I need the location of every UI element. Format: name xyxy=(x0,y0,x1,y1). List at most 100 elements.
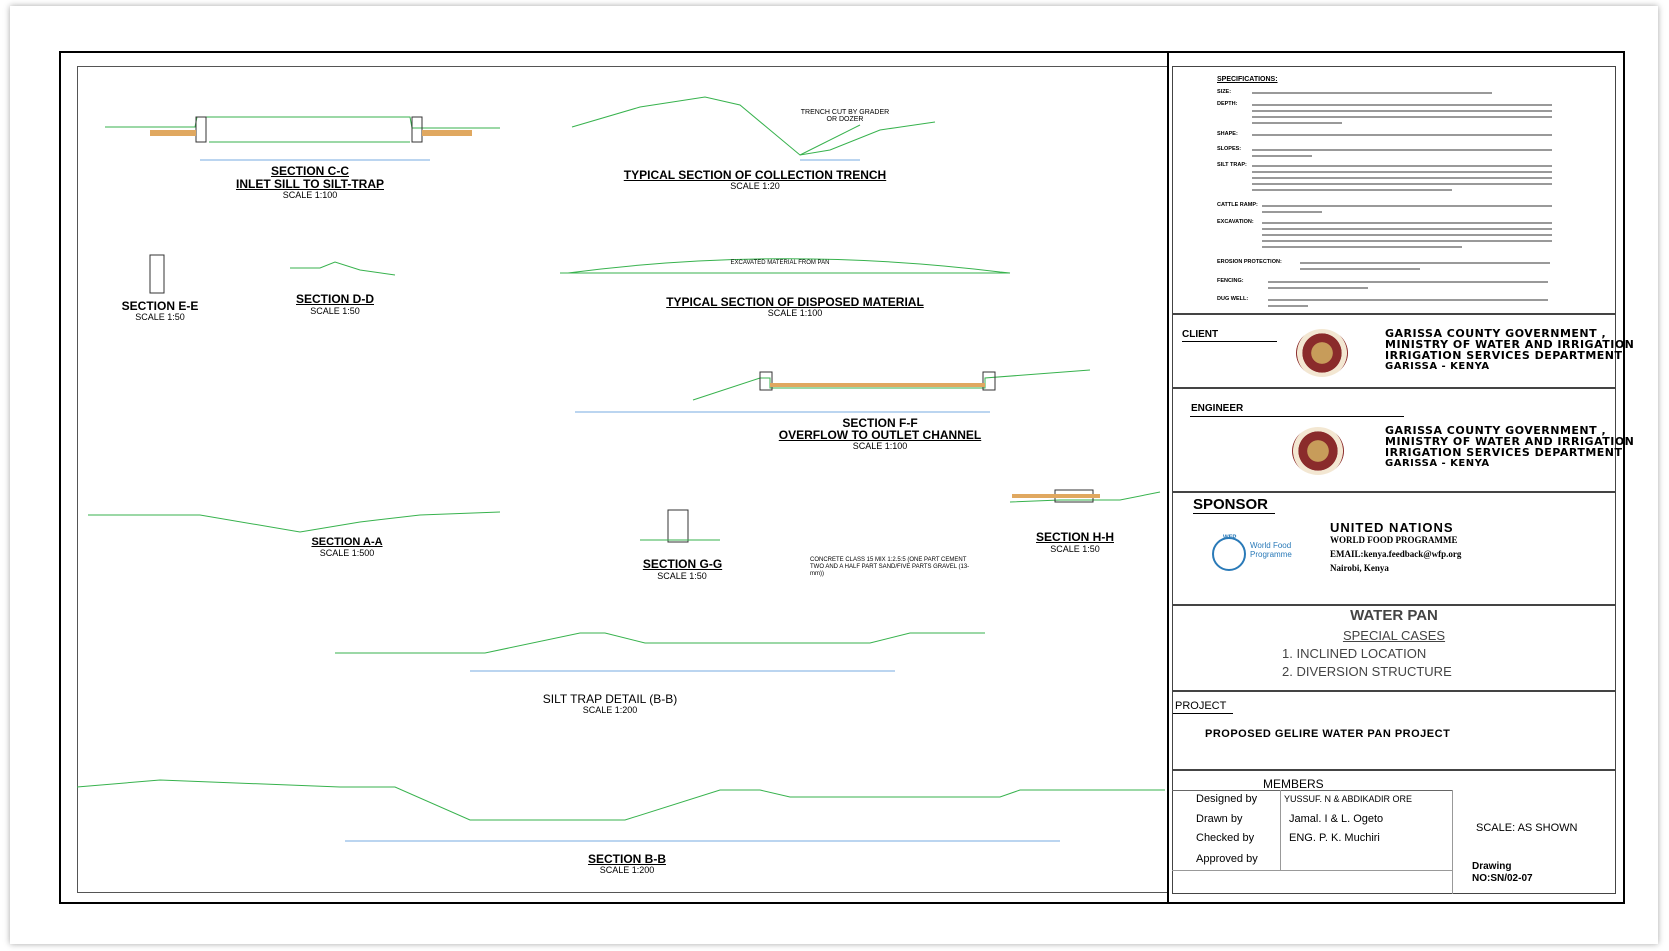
spec-text-line xyxy=(1252,189,1452,191)
spec-text-line xyxy=(1252,122,1342,124)
drawing-sheet xyxy=(10,6,1658,944)
section-hh-scale: SCALE 1:50 xyxy=(1050,544,1100,554)
section-ff-scale: SCALE 1:100 xyxy=(852,441,908,451)
checked-by-label: Checked by xyxy=(1196,832,1255,844)
spec-text-line xyxy=(1300,268,1420,270)
section-dd-title: SECTION D-D xyxy=(296,292,374,306)
specifications-heading: SPECIFICATIONS: xyxy=(1217,76,1278,83)
section-bb-title: SECTION B-B xyxy=(588,852,666,866)
client-underline xyxy=(1182,341,1277,342)
spec-shape-label: SHAPE: xyxy=(1217,131,1238,137)
spec-text-line xyxy=(1262,211,1322,213)
project-underline xyxy=(1173,713,1233,714)
silt-trap-detail-title: SILT TRAP DETAIL (B-B) xyxy=(542,692,678,706)
drawing-number: NO:SN/02-07 xyxy=(1472,873,1533,884)
spec-text-line xyxy=(1268,281,1548,283)
spec-size-label: SIZE: xyxy=(1217,89,1232,95)
drawing-number-label: Drawing xyxy=(1472,861,1512,872)
engineer-label: ENGINEER xyxy=(1191,403,1244,414)
disposed-scale: SCALE 1:100 xyxy=(767,308,823,318)
scale-note: SCALE: AS SHOWN xyxy=(1476,822,1578,834)
spec-slopes-label: SLOPES: xyxy=(1217,146,1242,152)
members-heading: MEMBERS xyxy=(1263,777,1324,791)
sheet-frame xyxy=(59,51,1625,904)
client-line-4: GARISSA - KENYA xyxy=(1385,361,1490,372)
spec-text-line xyxy=(1268,299,1548,301)
section-bb-scale: SCALE 1:200 xyxy=(599,865,655,875)
spec-silt-trap-label: SILT TRAP: xyxy=(1217,162,1247,168)
spec-text-line xyxy=(1268,287,1368,289)
garissa-county-seal-icon xyxy=(1292,427,1344,475)
section-aa-title: SECTION A-A xyxy=(311,536,383,548)
section-dd-scale: SCALE 1:50 xyxy=(310,306,360,316)
silt-trap-detail-scale: SCALE 1:200 xyxy=(582,705,638,715)
sponsor-city: Nairobi, Kenya xyxy=(1330,563,1389,573)
drawing-title: WATER PAN xyxy=(1350,607,1438,624)
project-panel xyxy=(1172,691,1616,770)
spec-text-line xyxy=(1252,134,1552,136)
section-cc-scale: SCALE 1:100 xyxy=(282,190,338,200)
spec-erosion-label: EROSION PROTECTION: xyxy=(1217,259,1282,265)
wfp-logo-text-2: Programme xyxy=(1250,550,1292,559)
drawing-subtitle: SPECIAL CASES xyxy=(1342,628,1446,643)
spec-text-line xyxy=(1252,171,1552,173)
wfp-logo-top: WFP xyxy=(1223,535,1237,541)
drawing-title-panel xyxy=(1172,605,1616,691)
trench-scale: SCALE 1:20 xyxy=(730,181,780,191)
spec-text-line xyxy=(1262,205,1552,207)
sponsor-org: UNITED NATIONS xyxy=(1330,520,1454,535)
sponsor-email: EMAIL:kenya.feedback@wfp.org xyxy=(1330,549,1462,559)
client-line-1: GARISSA COUNTY GOVERNMENT , xyxy=(1385,327,1607,340)
spec-text-line xyxy=(1262,228,1552,230)
members-bottom-divider xyxy=(1172,870,1452,871)
section-aa-scale: SCALE 1:500 xyxy=(319,548,375,558)
section-ff-subtitle: OVERFLOW TO OUTLET CHANNEL xyxy=(778,428,982,442)
client-line-3: IRRIGATION SERVICES DEPARTMENT xyxy=(1385,349,1623,362)
section-gg-scale: SCALE 1:50 xyxy=(657,571,707,581)
spec-text-line xyxy=(1268,305,1308,307)
spec-text-line xyxy=(1252,110,1552,112)
drawing-item-1: 1. INCLINED LOCATION xyxy=(1282,646,1427,661)
sponsor-programme: WORLD FOOD PROGRAMME xyxy=(1330,535,1458,545)
engineer-panel xyxy=(1172,388,1616,492)
members-column-divider xyxy=(1280,790,1281,870)
designed-by-label: Designed by xyxy=(1196,793,1258,805)
spec-fencing-label: FENCING: xyxy=(1217,278,1244,284)
project-label: PROJECT xyxy=(1175,700,1227,712)
disposed-title: TYPICAL SECTION OF DISPOSED MATERIAL xyxy=(666,295,924,309)
sponsor-underline xyxy=(1193,513,1275,514)
spec-cattle-ramp-label: CATTLE RAMP: xyxy=(1217,202,1258,208)
spec-text-line xyxy=(1252,177,1552,179)
sponsor-label: SPONSOR xyxy=(1193,496,1269,513)
spec-depth-label: DEPTH: xyxy=(1217,101,1238,107)
engineer-line-1: GARISSA COUNTY GOVERNMENT , xyxy=(1385,424,1607,437)
trench-note: TRENCH CUT BY GRADER OR DOZER xyxy=(800,109,890,123)
spec-text-line xyxy=(1252,149,1552,151)
drawn-by-value: Jamal. I & L. Ogeto xyxy=(1289,813,1384,825)
spec-text-line xyxy=(1262,246,1462,248)
members-divider xyxy=(1172,790,1452,791)
drawn-by-label: Drawn by xyxy=(1196,813,1243,825)
members-scale-divider xyxy=(1452,790,1453,894)
checked-by-value: ENG. P. K. Muchiri xyxy=(1289,832,1380,844)
section-cc-title: SECTION C-C xyxy=(271,164,349,178)
spec-text-line xyxy=(1262,240,1552,242)
section-ee-scale: SCALE 1:50 xyxy=(135,312,185,322)
spec-text-line xyxy=(1252,165,1552,167)
spec-text-line xyxy=(1252,116,1552,118)
spec-text-line xyxy=(1252,183,1552,185)
specifications-panel xyxy=(1172,66,1616,314)
spec-excavation-label: EXCAVATION: xyxy=(1217,219,1254,225)
spec-text-line xyxy=(1262,234,1552,236)
spec-text-line xyxy=(1252,155,1312,157)
designed-by-value: YUSSUF. N & ABDIKADIR ORE xyxy=(1284,794,1413,804)
wfp-logo-text-1: World Food xyxy=(1250,541,1292,550)
section-gg-title: SECTION G-G xyxy=(642,557,723,571)
engineer-line-2: MINISTRY OF WATER AND IRRIGATION xyxy=(1385,435,1635,448)
drawing-item-2: 2. DIVERSION STRUCTURE xyxy=(1282,664,1452,679)
disposed-note: EXCAVATED MATERIAL FROM PAN xyxy=(730,260,830,266)
engineer-underline xyxy=(1190,416,1404,417)
spec-text-line xyxy=(1252,104,1552,106)
spec-text-line xyxy=(1262,222,1552,224)
